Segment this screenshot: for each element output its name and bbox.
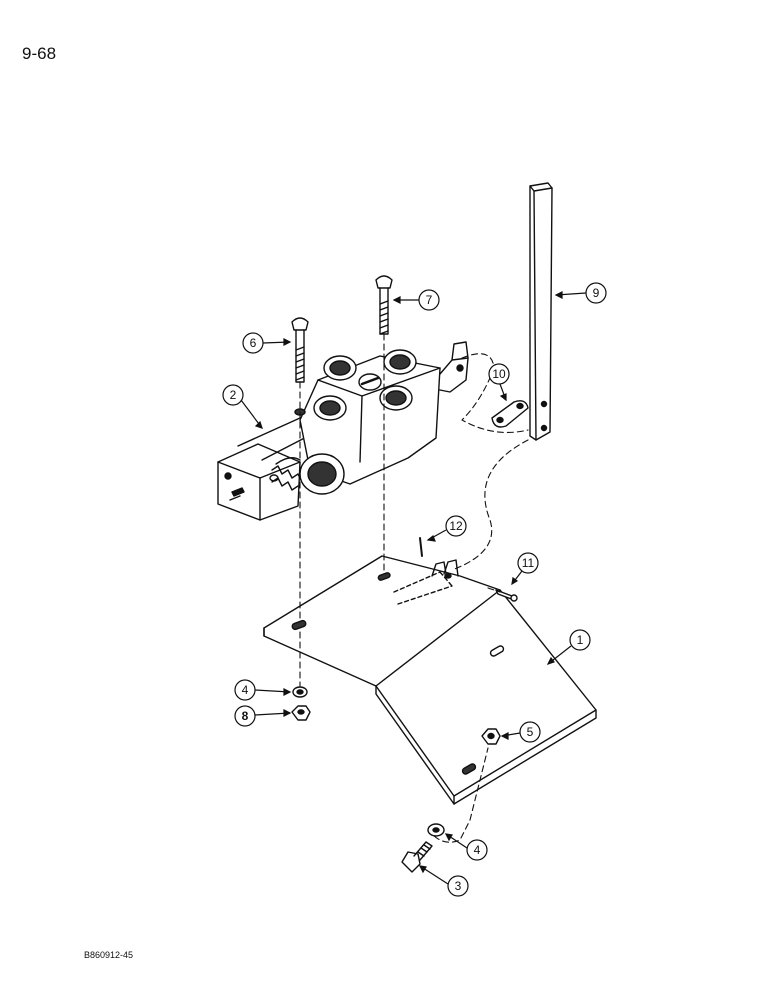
washer-4-upper (292, 686, 308, 698)
alignment-lines (299, 333, 529, 843)
callout-11-label: 11 (522, 556, 535, 570)
callout-2-label: 2 (230, 388, 237, 402)
callout-10: 10 (488, 363, 510, 402)
callout-12: 12 (426, 515, 467, 542)
callout-5-label: 5 (527, 725, 534, 739)
callout-4-lower: 4 (444, 833, 488, 861)
nut-8 (291, 705, 311, 721)
callout-1: 1 (546, 629, 591, 666)
washer-4-lower (427, 823, 445, 837)
callout-6-label: 6 (250, 336, 257, 350)
callout-7-label: 7 (426, 293, 433, 307)
callout-4-lower-label: 4 (474, 843, 481, 857)
callout-4-upper: 4 (234, 679, 292, 701)
control-valve (217, 341, 469, 521)
callout-11: 11 (511, 552, 539, 586)
callout-9: 9 (554, 282, 607, 304)
callouts: 1 2 3 4 8 (222, 282, 607, 897)
callout-8-label: 8 (242, 709, 249, 723)
page-number: 9-68 (22, 44, 57, 63)
callout-12-label: 12 (449, 519, 463, 533)
cotter-pin-12 (419, 537, 423, 557)
callout-3: 3 (418, 865, 469, 897)
callout-6: 6 (242, 332, 292, 354)
callout-2: 2 (222, 384, 263, 429)
callout-3-label: 3 (455, 879, 462, 893)
figure-code: B860912-45 (84, 950, 134, 960)
callout-7: 7 (392, 289, 440, 311)
mounting-bracket (263, 555, 597, 805)
callout-8: 8 (234, 705, 292, 727)
bolt-7 (375, 275, 393, 335)
callout-5: 5 (500, 721, 541, 743)
callout-10-label: 10 (492, 367, 506, 381)
callout-9-label: 9 (593, 286, 600, 300)
bolt-3 (401, 841, 433, 873)
nut-5 (481, 728, 501, 745)
pin-11 (495, 589, 518, 602)
control-lever (529, 182, 553, 441)
bolt-6 (291, 317, 309, 383)
callout-4-upper-label: 4 (242, 683, 249, 697)
link (491, 400, 529, 428)
callout-1-label: 1 (577, 633, 584, 647)
